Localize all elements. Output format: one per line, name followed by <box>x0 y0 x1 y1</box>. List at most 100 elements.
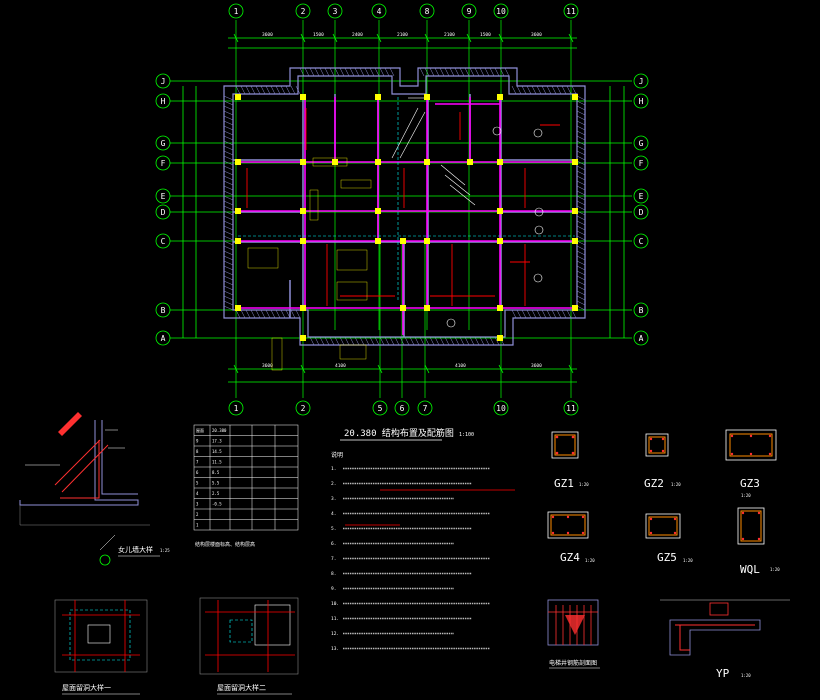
column-mark <box>424 159 430 165</box>
dashed-lines <box>238 97 575 300</box>
axis-number-top: 11 <box>566 7 576 16</box>
column-mark <box>572 159 578 165</box>
column-mark <box>400 238 406 244</box>
yp-scale: 1:20 <box>741 673 751 678</box>
table-cell: 屋面 <box>196 427 204 433</box>
parapet-detail-bubble <box>99 554 111 566</box>
column-mark <box>424 238 430 244</box>
axis-number-top: 2 <box>301 7 306 16</box>
axis-bubble-right: A <box>633 330 649 346</box>
axis-letter-right: A <box>639 334 644 343</box>
axis-bubble-top: 11 <box>563 3 579 19</box>
roof-detail-two-label: 屋面留洞大样二 <box>217 683 266 692</box>
note-line: 5. <box>331 526 336 532</box>
table-cell: 8 <box>196 449 199 454</box>
axis-number-top: 3 <box>333 7 338 16</box>
axis-bubble-top: 10 <box>493 3 509 19</box>
column-mark <box>497 238 503 244</box>
column-mark <box>300 305 306 311</box>
parapet-arrow-icon <box>58 412 82 436</box>
axis-bubble-right: E <box>633 188 649 204</box>
column-mark <box>300 208 306 214</box>
gz1-scale: 1:20 <box>579 482 589 487</box>
section-yp: YP 1:20 <box>660 599 790 680</box>
axis-bubble-bottom: 6 <box>394 400 410 416</box>
column-mark <box>375 238 381 244</box>
notes-heading: 说明 <box>331 451 343 459</box>
axis-letter-right: J <box>639 77 644 86</box>
svg-text:3600: 3600 <box>531 363 542 369</box>
column-mark <box>497 94 503 100</box>
column-mark <box>300 335 306 341</box>
axis-bubble-left: E <box>155 188 171 204</box>
table-cell: 20.380 <box>212 428 227 433</box>
wql-scale: 1:20 <box>770 567 780 572</box>
axis-number-top: 8 <box>425 7 430 16</box>
axis-bubble-top: 4 <box>371 3 387 19</box>
svg-text:2100: 2100 <box>444 32 455 38</box>
section-wql: WQL 1:20 <box>737 507 780 576</box>
axis-letter-right: H <box>639 97 644 106</box>
parapet-label: 女儿墙大样 <box>118 545 153 554</box>
note-line: 7. <box>331 556 336 562</box>
svg-text:1500: 1500 <box>480 32 491 38</box>
axis-number-bottom: 1 <box>234 404 239 413</box>
axis-bubble-right: H <box>633 93 649 109</box>
axis-bubble-left: F <box>155 155 171 171</box>
axis-bubble-bottom: 1 <box>228 400 244 416</box>
svg-text:2100: 2100 <box>397 32 408 38</box>
table-cell: 4 <box>196 491 199 496</box>
axis-number-bottom: 7 <box>423 404 428 413</box>
roof-detail-one-label: 屋面留洞大样一 <box>62 683 111 692</box>
note-line: 8. <box>331 571 336 577</box>
axis-bubble-top: 3 <box>327 3 343 19</box>
axis-letter-left: J <box>161 77 166 86</box>
yellow-annotations <box>247 157 372 371</box>
column-mark <box>497 335 503 341</box>
column-mark <box>235 159 241 165</box>
axis-bubble-right: J <box>633 73 649 89</box>
note-line: 1. <box>331 466 336 472</box>
gz3-scale: 1:20 <box>741 493 751 498</box>
yp-label: YP <box>716 667 730 680</box>
table-cell: 5 <box>196 481 199 486</box>
axis-number-top: 9 <box>467 7 472 16</box>
parapet-scale: 1:25 <box>160 548 170 553</box>
axis-letter-right: C <box>639 237 644 246</box>
axis-bubble-bottom: 2 <box>295 400 311 416</box>
column-mark <box>424 94 430 100</box>
svg-text:3600: 3600 <box>531 32 542 38</box>
axis-bubble-bottom: 10 <box>493 400 509 416</box>
table-cell: 8.5 <box>212 470 220 475</box>
column-mark <box>375 94 381 100</box>
note-line: 3. <box>331 496 336 502</box>
table-cell: 11.5 <box>212 460 222 465</box>
axis-bubble-left: H <box>155 93 171 109</box>
svg-text:4100: 4100 <box>455 363 466 369</box>
axis-bubble-top: 8 <box>419 3 435 19</box>
stair <box>391 97 476 206</box>
axis-bubble-left: B <box>155 302 171 318</box>
gz4-scale: 1:20 <box>585 558 595 563</box>
table-cell: 17.3 <box>212 439 222 444</box>
gz2-scale: 1:20 <box>671 482 681 487</box>
column-mark <box>300 94 306 100</box>
column-mark <box>375 159 381 165</box>
note-line: 6. <box>331 541 336 547</box>
table-cell: 9 <box>196 439 199 444</box>
beams <box>238 97 575 335</box>
axis-letter-left: G <box>161 139 166 148</box>
table-cell: 2 <box>196 512 199 517</box>
wql-label: WQL <box>740 563 760 576</box>
plan-scale: 1:100 <box>459 432 474 438</box>
column-mark <box>572 208 578 214</box>
axis-bubble-top: 9 <box>461 3 477 19</box>
axis-bubble-left: D <box>155 204 171 220</box>
axis-bubble-left: C <box>155 233 171 249</box>
section-gz5: GZ5 1:20 <box>645 513 693 564</box>
